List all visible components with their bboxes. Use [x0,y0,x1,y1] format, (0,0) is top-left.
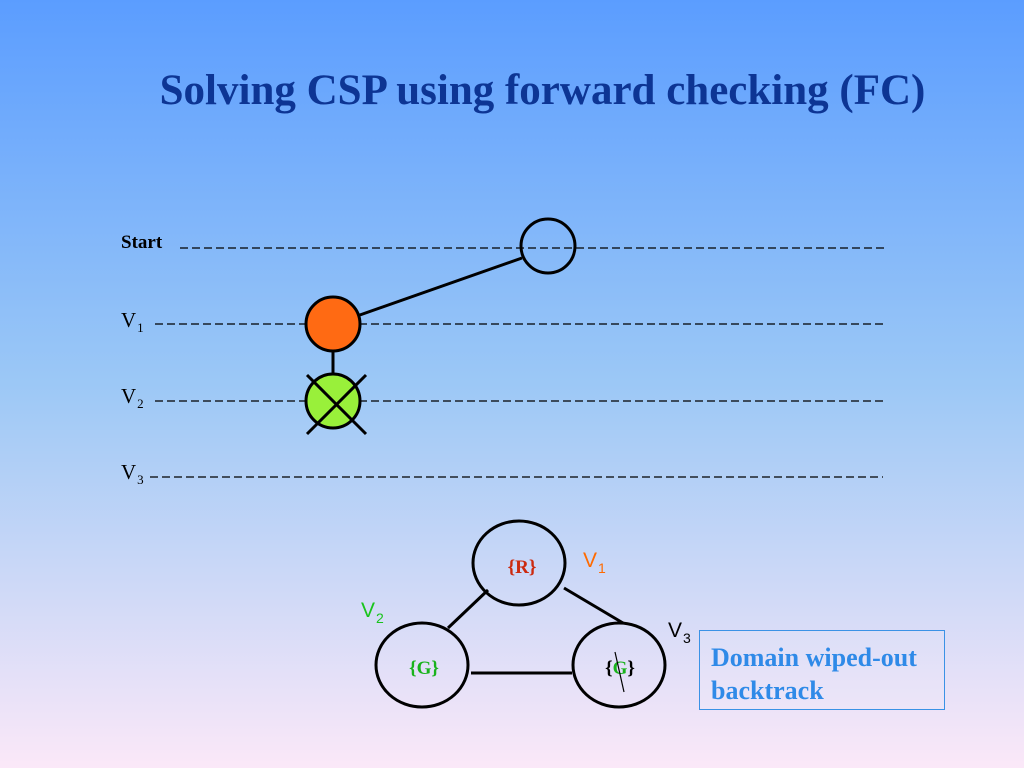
graph-node-v1 [471,519,567,607]
var-label-v2: V2 [361,599,384,626]
domain-v3: {G} [605,658,635,679]
level-label-v2: V2 [121,384,144,411]
graph-edge-v1-v2 [446,588,490,630]
domain-v1: {R} [508,557,537,578]
domain-v2: {G} [409,658,439,679]
graph-node-v3 [571,621,667,709]
var-label-v3: V3 [668,619,691,646]
page-title: Solving CSP using forward checking (FC) [159,67,926,114]
level-label-start: Start [121,232,163,253]
tree-edge-start-v1 [356,256,523,318]
cross-out-mark [305,373,368,436]
callout-box: Domain wiped-out backtrack [699,630,945,710]
level-label-v3: V3 [121,460,144,487]
tree-node-start [519,217,577,275]
graph-edge-v1-v3 [563,586,624,625]
callout-line-2: backtrack [711,676,824,705]
tree-node-v1 [304,295,362,353]
var-label-v1: V1 [583,549,606,576]
graph-node-v2 [374,621,470,709]
callout-line-1: Domain wiped-out [711,643,917,672]
level-label-v1: V1 [121,308,144,335]
domain-strike-mark [614,651,625,693]
